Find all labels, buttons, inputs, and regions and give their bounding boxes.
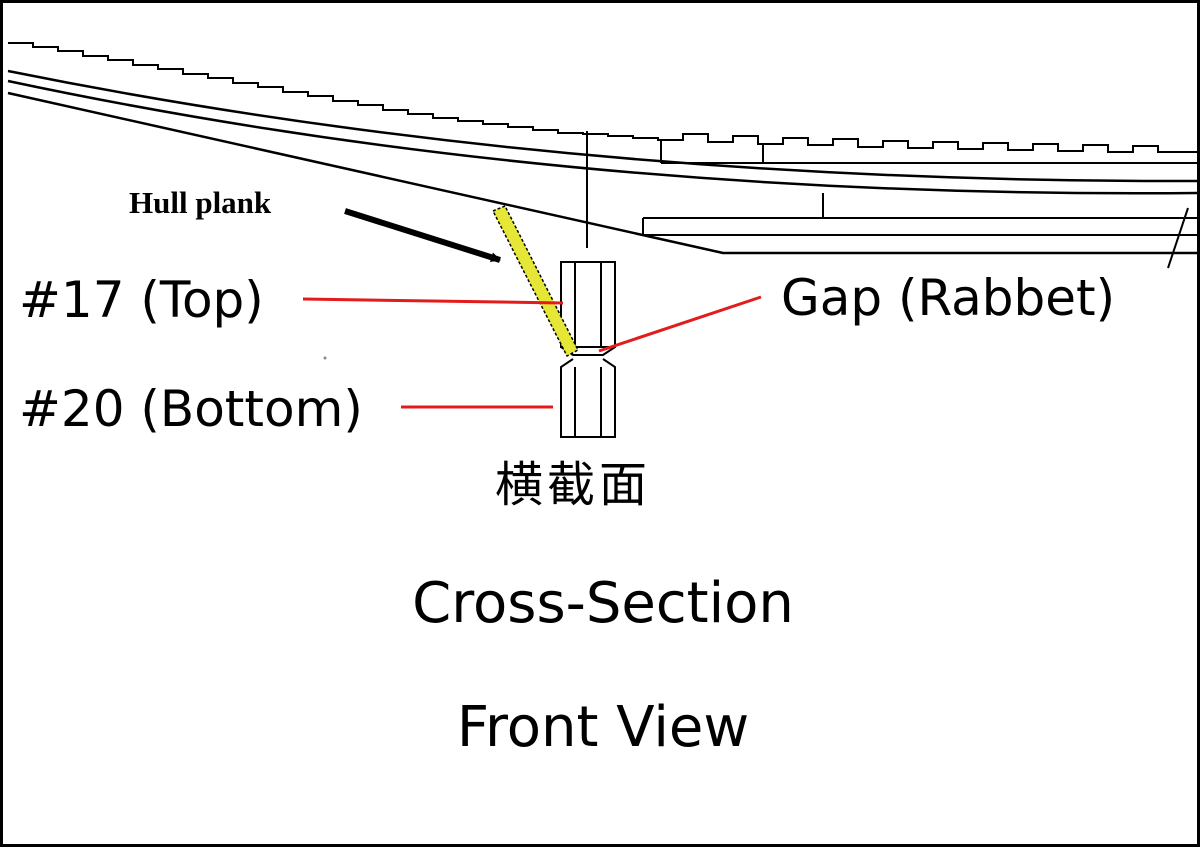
hull-plank-arrow [344, 208, 501, 263]
gap-label: Gap (Rabbet) [781, 269, 1116, 327]
diagram-drawing [7, 42, 1197, 438]
front-view-caption: Front View [456, 695, 750, 760]
right-cut-mark [1167, 207, 1189, 269]
bottom-part-label: #20 (Bottom) [19, 380, 363, 438]
leader-gap [598, 295, 762, 353]
hull-plank-shape [491, 205, 579, 358]
stray-dot [323, 356, 327, 360]
sheer-curve-upper [7, 69, 1197, 183]
top-part-label: #17 (Top) [19, 271, 264, 329]
hull-plank-label: Hull plank [129, 185, 272, 220]
leader-top [302, 297, 564, 305]
cross-section-caption: Cross-Section [412, 571, 794, 636]
keel-bottom-piece [560, 358, 616, 438]
cjk-caption: 横截面 [495, 457, 652, 513]
hull-bottom-line [7, 91, 1197, 255]
sheer-curve-middle [7, 79, 1197, 195]
top-rail-crenellation [8, 42, 1197, 153]
